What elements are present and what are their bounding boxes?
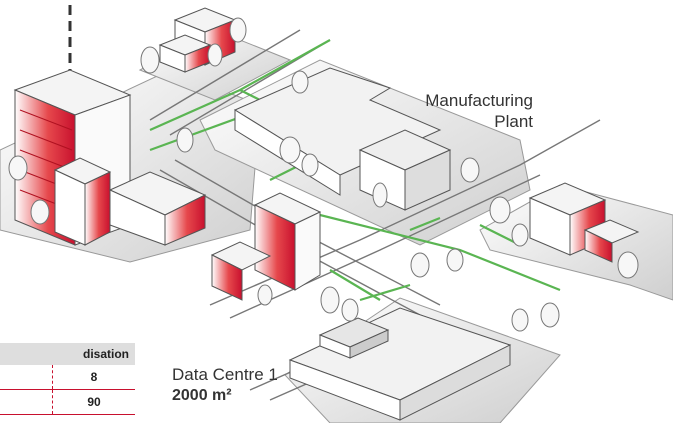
table-cell-empty <box>0 390 53 414</box>
data-centre-area: 2000 m² <box>172 387 232 404</box>
table-row: 90 <box>0 390 135 415</box>
hq-annex <box>53 157 207 246</box>
data-centre-label: Data Centre 1 2000 m² <box>172 364 292 406</box>
stats-table-header: disation <box>0 343 135 365</box>
manufacturing-label-line2: Plant <box>494 112 533 131</box>
stats-table: disation 8 90 <box>0 343 135 415</box>
table-cell-value: 90 <box>87 395 101 409</box>
office-building-middle <box>210 192 322 301</box>
manufacturing-label-line1: Manufacturing <box>425 91 533 110</box>
data-centre-building <box>288 307 512 421</box>
right-building <box>528 182 640 263</box>
table-cell-empty <box>0 365 53 389</box>
manufacturing-plant-label: Manufacturing Plant <box>398 90 533 132</box>
data-centre-title: Data Centre 1 <box>172 365 278 384</box>
table-row: 8 <box>0 365 135 390</box>
trees <box>8 17 639 332</box>
table-cell-value: 8 <box>90 370 98 384</box>
